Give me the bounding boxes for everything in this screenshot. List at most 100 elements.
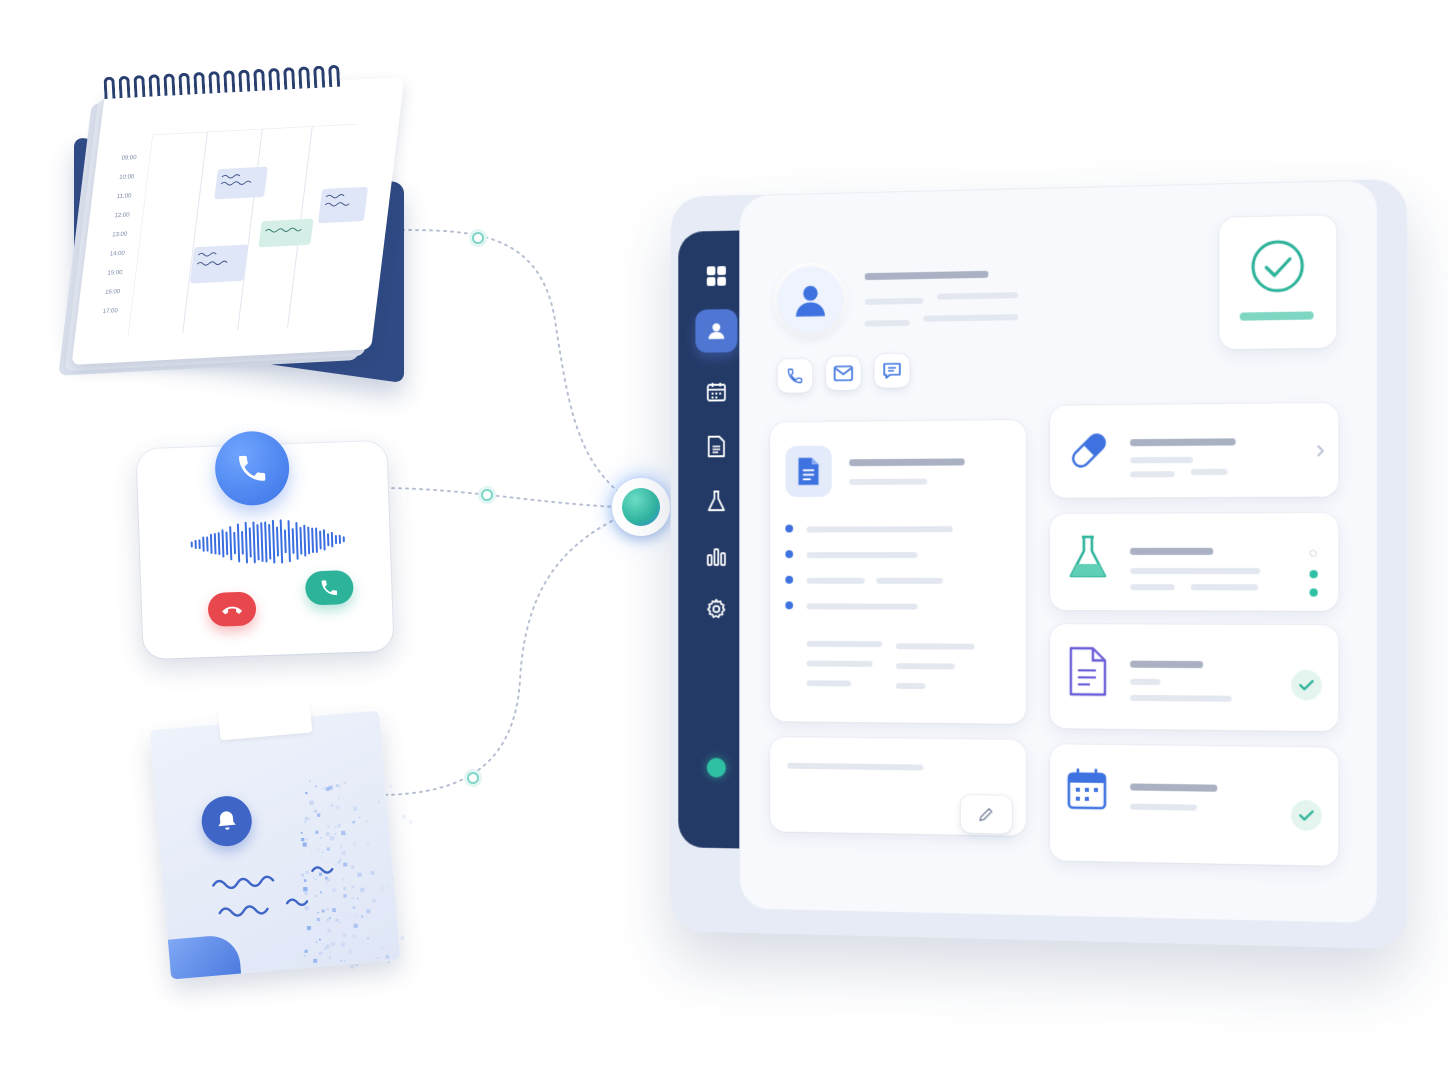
gear-icon bbox=[705, 597, 728, 621]
particle bbox=[301, 838, 304, 841]
particle bbox=[320, 837, 322, 839]
calendar-event bbox=[214, 167, 268, 200]
dissolve-particles bbox=[300, 780, 430, 970]
particle bbox=[367, 842, 369, 844]
medication-dose-placeholder bbox=[1130, 471, 1174, 477]
particle bbox=[318, 849, 320, 851]
particle bbox=[326, 945, 328, 947]
waveform-bar bbox=[289, 521, 290, 561]
particle bbox=[366, 909, 370, 913]
medication-dose-placeholder bbox=[1130, 457, 1193, 463]
connector-node bbox=[464, 769, 482, 787]
particle bbox=[348, 950, 352, 954]
edit-note-button[interactable] bbox=[961, 795, 1012, 834]
particle bbox=[313, 959, 317, 963]
particle bbox=[335, 806, 339, 810]
particle bbox=[356, 964, 358, 966]
particle bbox=[343, 782, 345, 784]
record-detail-placeholder bbox=[1130, 695, 1231, 702]
time-label: 09:00 bbox=[120, 149, 137, 169]
particle bbox=[319, 939, 321, 941]
waveform-bar bbox=[226, 532, 227, 554]
document-icon bbox=[796, 456, 821, 486]
particle bbox=[326, 881, 328, 883]
waveform-bar bbox=[222, 530, 223, 556]
note-curl bbox=[168, 934, 241, 980]
user-icon bbox=[791, 280, 830, 320]
particle bbox=[304, 892, 307, 895]
email-patient-button[interactable] bbox=[826, 356, 861, 390]
nav-lab[interactable] bbox=[695, 480, 737, 523]
particle bbox=[332, 908, 336, 912]
nav-calendar[interactable] bbox=[695, 370, 737, 414]
particle bbox=[344, 960, 346, 962]
chat-icon bbox=[882, 362, 902, 380]
particle bbox=[319, 873, 322, 876]
waveform-bar bbox=[238, 524, 239, 561]
nav-patient[interactable] bbox=[695, 309, 737, 353]
check-icon bbox=[1299, 679, 1313, 691]
report-icon-tile bbox=[785, 446, 831, 498]
particle bbox=[337, 784, 341, 788]
particle bbox=[326, 884, 328, 886]
call-patient-button[interactable] bbox=[778, 359, 813, 393]
medication-card[interactable] bbox=[1050, 403, 1339, 498]
nav-analytics[interactable] bbox=[695, 535, 737, 578]
note-bell-badge bbox=[200, 794, 254, 848]
particle bbox=[306, 846, 307, 847]
check-circle-icon bbox=[1250, 238, 1305, 294]
particle bbox=[335, 864, 336, 865]
patient-meta-placeholder bbox=[865, 298, 924, 305]
particle bbox=[389, 785, 392, 788]
decline-call-button[interactable] bbox=[207, 591, 256, 627]
particle bbox=[367, 786, 369, 788]
particle bbox=[381, 947, 384, 950]
record-file-card[interactable] bbox=[1050, 624, 1339, 731]
waveform-bar bbox=[312, 529, 313, 552]
particle bbox=[367, 938, 369, 940]
lab-detail-placeholder bbox=[1130, 584, 1174, 590]
nav-dashboard[interactable] bbox=[695, 254, 737, 298]
waveform-bar bbox=[269, 525, 270, 559]
particle bbox=[304, 955, 306, 957]
connector-node bbox=[478, 486, 496, 504]
appointment-confirmed-badge bbox=[1291, 800, 1322, 831]
particle bbox=[301, 832, 303, 834]
message-patient-button[interactable] bbox=[874, 354, 909, 388]
note-tape bbox=[218, 698, 313, 740]
particle bbox=[343, 933, 346, 936]
waveform-bar bbox=[219, 533, 220, 554]
nav-documents[interactable] bbox=[695, 425, 737, 468]
particle bbox=[377, 958, 378, 959]
accept-call-button[interactable] bbox=[305, 570, 354, 606]
particle bbox=[329, 957, 331, 959]
particle bbox=[380, 887, 384, 891]
appointment-card[interactable] bbox=[1050, 744, 1339, 866]
particle bbox=[360, 888, 364, 892]
particle bbox=[322, 852, 323, 853]
report-detail-line bbox=[807, 641, 883, 647]
particle bbox=[304, 879, 307, 882]
waveform-bar bbox=[242, 532, 243, 554]
particle bbox=[329, 917, 331, 919]
particle bbox=[372, 899, 375, 902]
particle bbox=[327, 918, 330, 921]
particle bbox=[322, 910, 325, 913]
particle bbox=[304, 821, 306, 823]
particle bbox=[305, 906, 309, 910]
hang-up-icon bbox=[220, 602, 244, 617]
integration-hub-node bbox=[612, 478, 670, 536]
nav-settings[interactable] bbox=[695, 587, 737, 630]
dashboard-grid-icon bbox=[706, 265, 727, 287]
mail-icon bbox=[834, 365, 853, 381]
particle bbox=[369, 931, 370, 932]
waveform-bar bbox=[296, 523, 297, 559]
lab-results-card[interactable] bbox=[1050, 513, 1339, 611]
check-icon bbox=[1299, 809, 1313, 821]
answer-icon bbox=[319, 577, 340, 598]
audio-waveform bbox=[187, 514, 349, 570]
particle bbox=[409, 820, 413, 824]
desk-calendar: 09:00 10:00 11:00 12:00 13:00 14:00 15:0… bbox=[70, 70, 420, 380]
particle bbox=[343, 894, 346, 897]
lab-detail-placeholder bbox=[1130, 568, 1260, 574]
